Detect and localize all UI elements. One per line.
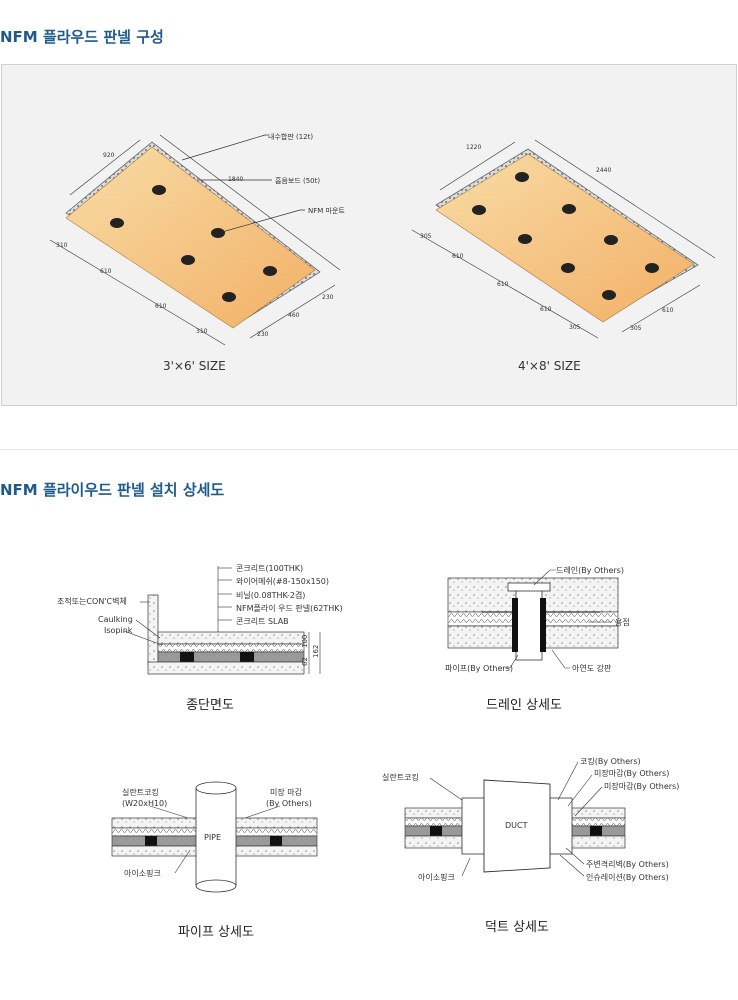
size-label-3x6: 3'×6' SIZE xyxy=(163,359,226,373)
mount-hole xyxy=(562,204,576,214)
callout-label: 와이어메쉬(#8-150x150) xyxy=(236,576,329,586)
section-title-panel: NFM 플라우드 판넬 구성 xyxy=(0,28,164,46)
dim-label: 460 xyxy=(288,312,300,319)
dim-label: 230 xyxy=(322,294,334,301)
mount-hole xyxy=(181,255,195,265)
callout-label: 비닐(0.08THK-2겹) xyxy=(236,590,305,600)
dim-label: 610 xyxy=(662,307,674,314)
callout-label: (By Others) xyxy=(266,799,312,808)
mount-hole xyxy=(152,185,166,195)
mount-hole xyxy=(645,263,659,273)
panel-3x6-face xyxy=(65,146,316,329)
panel-4x8-drawing: 1220 2440 305 610 610 610 305 305 610 4'… xyxy=(411,139,716,373)
mount-hole xyxy=(561,263,575,273)
dim-label: 62 xyxy=(301,657,309,666)
callout-label: 코킹(By Others) xyxy=(580,756,641,766)
callout-label: 조적또는CON'C벽체 xyxy=(57,596,127,606)
section-divider xyxy=(0,449,738,450)
dim-label: 610 xyxy=(155,303,167,310)
dim-label: 305 xyxy=(630,325,642,332)
dim-label: 610 xyxy=(540,306,552,313)
dim-label: 305 xyxy=(420,233,432,240)
mount-hole xyxy=(515,172,529,182)
dim-label: 1220 xyxy=(466,144,481,151)
caption-drain: 드레인 상세도 xyxy=(486,698,562,713)
mount-hole xyxy=(604,235,618,245)
mount-hole xyxy=(518,234,532,244)
callout-label: 아이소핑크 xyxy=(124,868,161,878)
callout-label: NFM플라이 우드 판넬(62THK) xyxy=(236,603,343,613)
callout-label: 용접 xyxy=(615,617,630,627)
mount-hole xyxy=(602,290,616,300)
layer-label: 흡음보드 (50t) xyxy=(275,176,320,185)
callout-label: 파이프(By Others) xyxy=(445,663,513,673)
callout-label: 실란트코킹 xyxy=(122,787,159,797)
callout-label: (W20xH10) xyxy=(122,799,167,808)
dim-label: 1840 xyxy=(228,176,243,183)
pipe-label: PIPE xyxy=(204,833,221,842)
dim-label: 610 xyxy=(497,281,509,288)
panel-4x8-face xyxy=(435,153,695,323)
dim-label: 100 xyxy=(301,635,309,648)
callout-label: 드레인(By Others) xyxy=(556,565,624,575)
dim-label: 162 xyxy=(312,645,320,658)
dim-label: 610 xyxy=(100,268,112,275)
caption-longitudinal: 종단면도 xyxy=(186,698,234,713)
size-label-4x8: 4'×8' SIZE xyxy=(518,359,581,373)
layer-label: NFM 마운트 xyxy=(308,206,345,215)
callout-label: 콘크리트(100THK) xyxy=(236,564,303,573)
dim-label: 305 xyxy=(569,324,581,331)
mount-hole xyxy=(222,292,236,302)
callout-label: 아연도 강판 xyxy=(572,663,612,673)
layer-label: 내수합판 (12t) xyxy=(268,132,313,141)
callout-label: Caulking xyxy=(98,615,133,624)
section-drain: 드레인(By Others) 용접 파이프(By Others) 아연도 강판 xyxy=(445,565,630,673)
dim-label: 310 xyxy=(196,328,208,335)
callout-label: 주변격리벽(By Others) xyxy=(586,859,669,869)
duct-label: DUCT xyxy=(505,821,528,830)
mount-hole xyxy=(472,205,486,215)
callout-label: 인슈레이션(By Others) xyxy=(586,872,669,882)
mount-hole xyxy=(110,218,124,228)
callout-label: 미장마감(By Others) xyxy=(594,768,669,778)
section-duct: 실란트코킹 코킹(By Others) 미장마감(By Others) 미장마감… xyxy=(382,756,679,882)
callout-label: 아이소핑크 xyxy=(418,872,455,882)
dim-label: 610 xyxy=(452,253,464,260)
section-longitudinal: 콘크리트(100THK) 와이어메쉬(#8-150x150) 비닐(0.08TH… xyxy=(57,564,343,675)
callout-label: 미장마감(By Others) xyxy=(604,781,679,791)
dim-label: 230 xyxy=(257,331,269,338)
panel-3x6-drawing: 내수합판 (12t) 흡음보드 (50t) NFM 마운트 920 1840 3… xyxy=(49,132,345,373)
callout-label: Isopink xyxy=(104,626,133,635)
callout-label: 미장 마감 xyxy=(270,787,303,797)
mount-hole xyxy=(211,228,225,238)
dim-label: 310 xyxy=(56,242,68,249)
mount-hole xyxy=(263,266,277,276)
caption-pipe: 파이프 상세도 xyxy=(178,925,254,940)
callout-label: 콘크리트 SLAB xyxy=(236,617,289,626)
section-pipe: 실란트코킹 (W20xH10) 미장 마감 (By Others) 아이소핑크 … xyxy=(111,781,318,893)
dim-label: 2440 xyxy=(596,167,611,174)
caption-duct: 덕트 상세도 xyxy=(485,920,549,935)
callout-label: 실란트코킹 xyxy=(382,772,419,782)
dim-label: 920 xyxy=(103,152,115,159)
section-title-install: NFM 플라이우드 판넬 설치 상세도 xyxy=(0,481,225,499)
